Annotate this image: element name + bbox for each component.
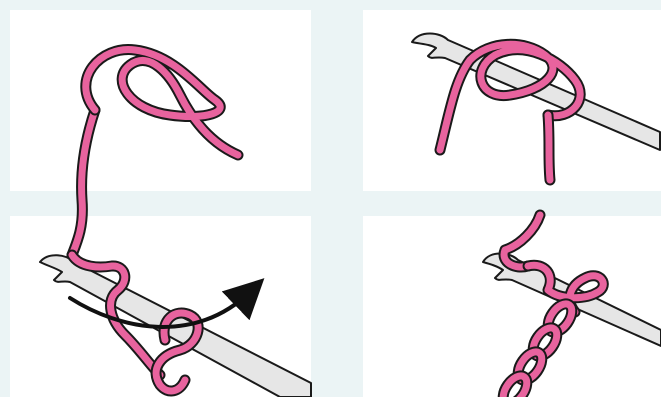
hook-in-loop-icon [412,34,660,181]
slip-loop-icon [72,50,238,255]
yarn-over-arrow-icon [40,255,311,397]
chain-stitch-icon [483,215,661,397]
